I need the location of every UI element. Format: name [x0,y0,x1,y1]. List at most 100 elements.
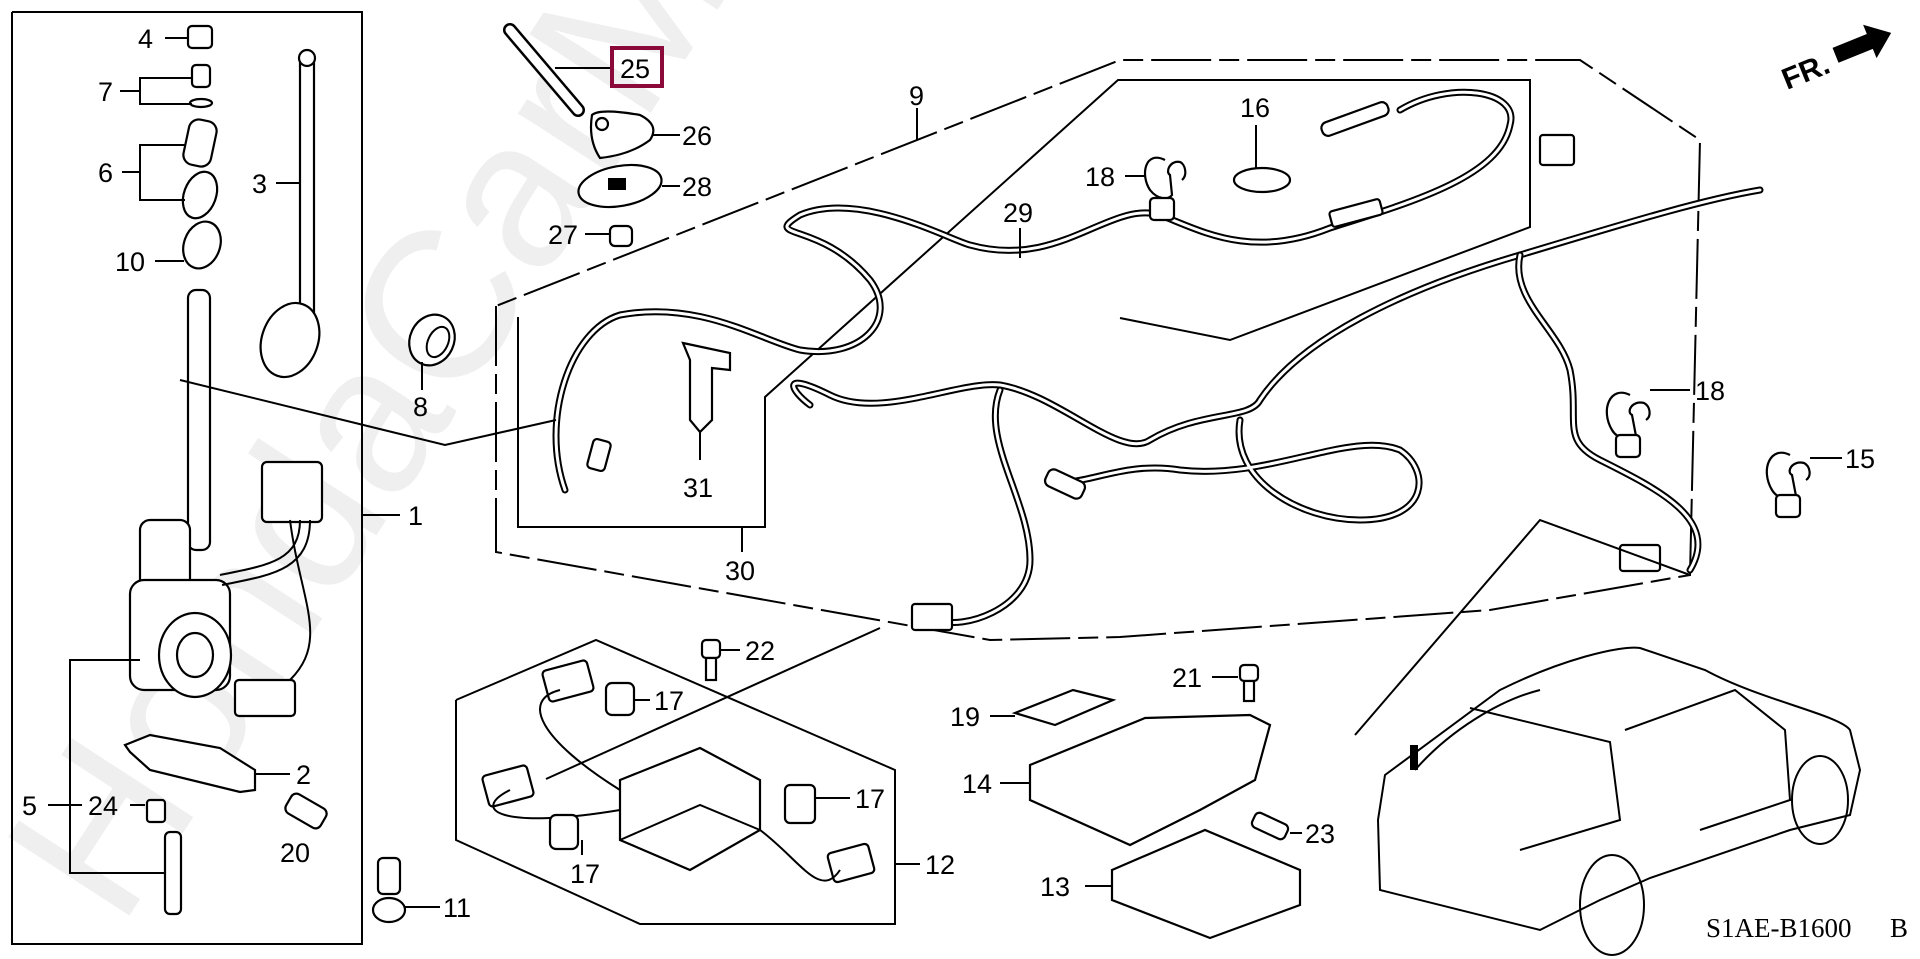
part-15-clip-base [1774,493,1802,519]
label-part-12[interactable]: 12 [925,850,955,880]
car-antenna-icon [1410,745,1418,770]
label-part-8[interactable]: 8 [413,392,428,422]
part-3-mast[interactable] [298,53,316,327]
label-part-14[interactable]: 14 [962,769,992,799]
harness-to-12 [936,386,1034,626]
label-part-18a[interactable]: 18 [1085,162,1115,192]
label-part-18b[interactable]: 18 [1695,376,1725,406]
part-22-head[interactable] [700,638,722,660]
label-part-4[interactable]: 4 [138,24,153,54]
car-front-wheel [1791,755,1849,845]
control-unit-connector-a [541,659,595,703]
label-part-13[interactable]: 13 [1040,872,1070,902]
part-31-clip[interactable] [681,341,732,434]
part-20-bolt[interactable] [283,791,329,830]
label-part-5[interactable]: 5 [22,791,37,821]
part-19-pad[interactable] [1011,688,1117,727]
car-rear-window [1469,707,1622,851]
part-17-clip-a[interactable] [604,681,636,717]
harness-to-12-inner [938,388,1032,624]
part-18-clip-top[interactable] [1143,156,1187,200]
tuner-group: 19 14 13 21 23 [950,663,1335,940]
part-21-shaft [1242,679,1256,703]
antenna-tube [186,288,212,552]
part-6-collar[interactable] [182,118,219,169]
label-part-15[interactable]: 15 [1845,444,1875,474]
group-box-12 [455,638,896,925]
part-18-clip-right[interactable] [1605,391,1651,440]
part-11-base [371,896,407,924]
part-4-cap[interactable] [186,24,214,50]
diagram-code: S1AE-B1600 [1706,913,1852,943]
part-17-clip-c[interactable] [548,813,580,851]
part-5-pin[interactable] [163,830,183,916]
part-11-plug[interactable] [376,856,402,896]
part-10-grommet[interactable] [177,216,227,273]
motor-connector [233,678,297,718]
label-part-11[interactable]: 11 [443,893,471,923]
label-part-2[interactable]: 2 [296,760,311,790]
label-part-19[interactable]: 19 [950,702,980,732]
label-part-6[interactable]: 6 [98,158,113,188]
leader-1-to-cable [179,379,557,447]
label-part-28[interactable]: 28 [682,172,712,202]
part-28-hole [608,178,626,190]
car-leader-lines [1354,518,1691,736]
label-part-24[interactable]: 24 [88,791,118,821]
part-8-hole [425,325,451,359]
label-part-17c[interactable]: 17 [570,859,600,889]
label-part-17a[interactable]: 17 [654,686,684,716]
part-16-clip[interactable] [1232,166,1292,194]
label-part-1[interactable]: 1 [408,501,423,531]
label-part-21[interactable]: 21 [1172,663,1202,693]
part-15-clip[interactable] [1765,451,1811,500]
group-box-30 [517,79,1531,528]
control-unit-group-12: 12 17 17 17 [455,627,955,925]
label-part-25[interactable]: 25 [620,54,650,84]
cable-29-connector [586,437,612,473]
harness-branch-inner [1517,253,1700,572]
label-part-16[interactable]: 16 [1240,93,1270,123]
roof-antenna-group: 25 26 28 27 [503,23,712,250]
car-antenna-cable [1414,689,1541,771]
label-part-27[interactable]: 27 [548,220,578,250]
part-22-group: 22 [700,636,775,682]
car-side-window [1624,688,1792,831]
antenna-assembly-group: 1 4 7 6 10 3 [11,11,423,945]
part-2-bracket[interactable] [123,733,257,794]
part-27-nut[interactable] [608,224,634,248]
label-part-3[interactable]: 3 [252,169,267,199]
harness-plug [1043,468,1087,500]
part-3-tip [297,48,317,68]
label-part-17b[interactable]: 17 [855,784,885,814]
part-21-head[interactable] [1238,663,1260,683]
label-part-7[interactable]: 7 [98,77,113,107]
group-box-1 [11,11,363,945]
label-part-22[interactable]: 22 [745,636,775,666]
part-13-unit[interactable] [1110,828,1302,940]
part-7-washer[interactable] [188,97,214,109]
label-part-10[interactable]: 10 [115,247,145,277]
part-7-nut[interactable] [190,63,212,89]
label-part-20[interactable]: 20 [280,838,310,868]
front-direction-indicator: FR. [1777,24,1892,96]
label-part-31[interactable]: 31 [683,473,713,503]
harness-connector-c [1538,133,1576,167]
part-6-ring[interactable] [177,167,223,223]
part-17-clip-b[interactable] [783,783,817,825]
cable-group-9: 9 30 29 31 18 [179,59,1875,642]
label-part-9[interactable]: 9 [909,81,924,111]
label-part-30[interactable]: 30 [725,556,755,586]
harness-connector-b [1618,543,1662,573]
part-14-bracket[interactable] [1028,713,1272,847]
diagram-code-block: S1AE-B1600 B [1706,913,1908,943]
harness-connector-a [910,602,954,632]
label-part-23[interactable]: 23 [1305,819,1335,849]
part-23-bolt[interactable] [1250,811,1290,841]
part-25-rod[interactable] [505,25,583,115]
part-22-shaft [704,656,718,682]
label-part-29[interactable]: 29 [1003,198,1033,228]
label-part-26[interactable]: 26 [682,121,712,151]
part-24-bolt[interactable] [145,798,167,824]
